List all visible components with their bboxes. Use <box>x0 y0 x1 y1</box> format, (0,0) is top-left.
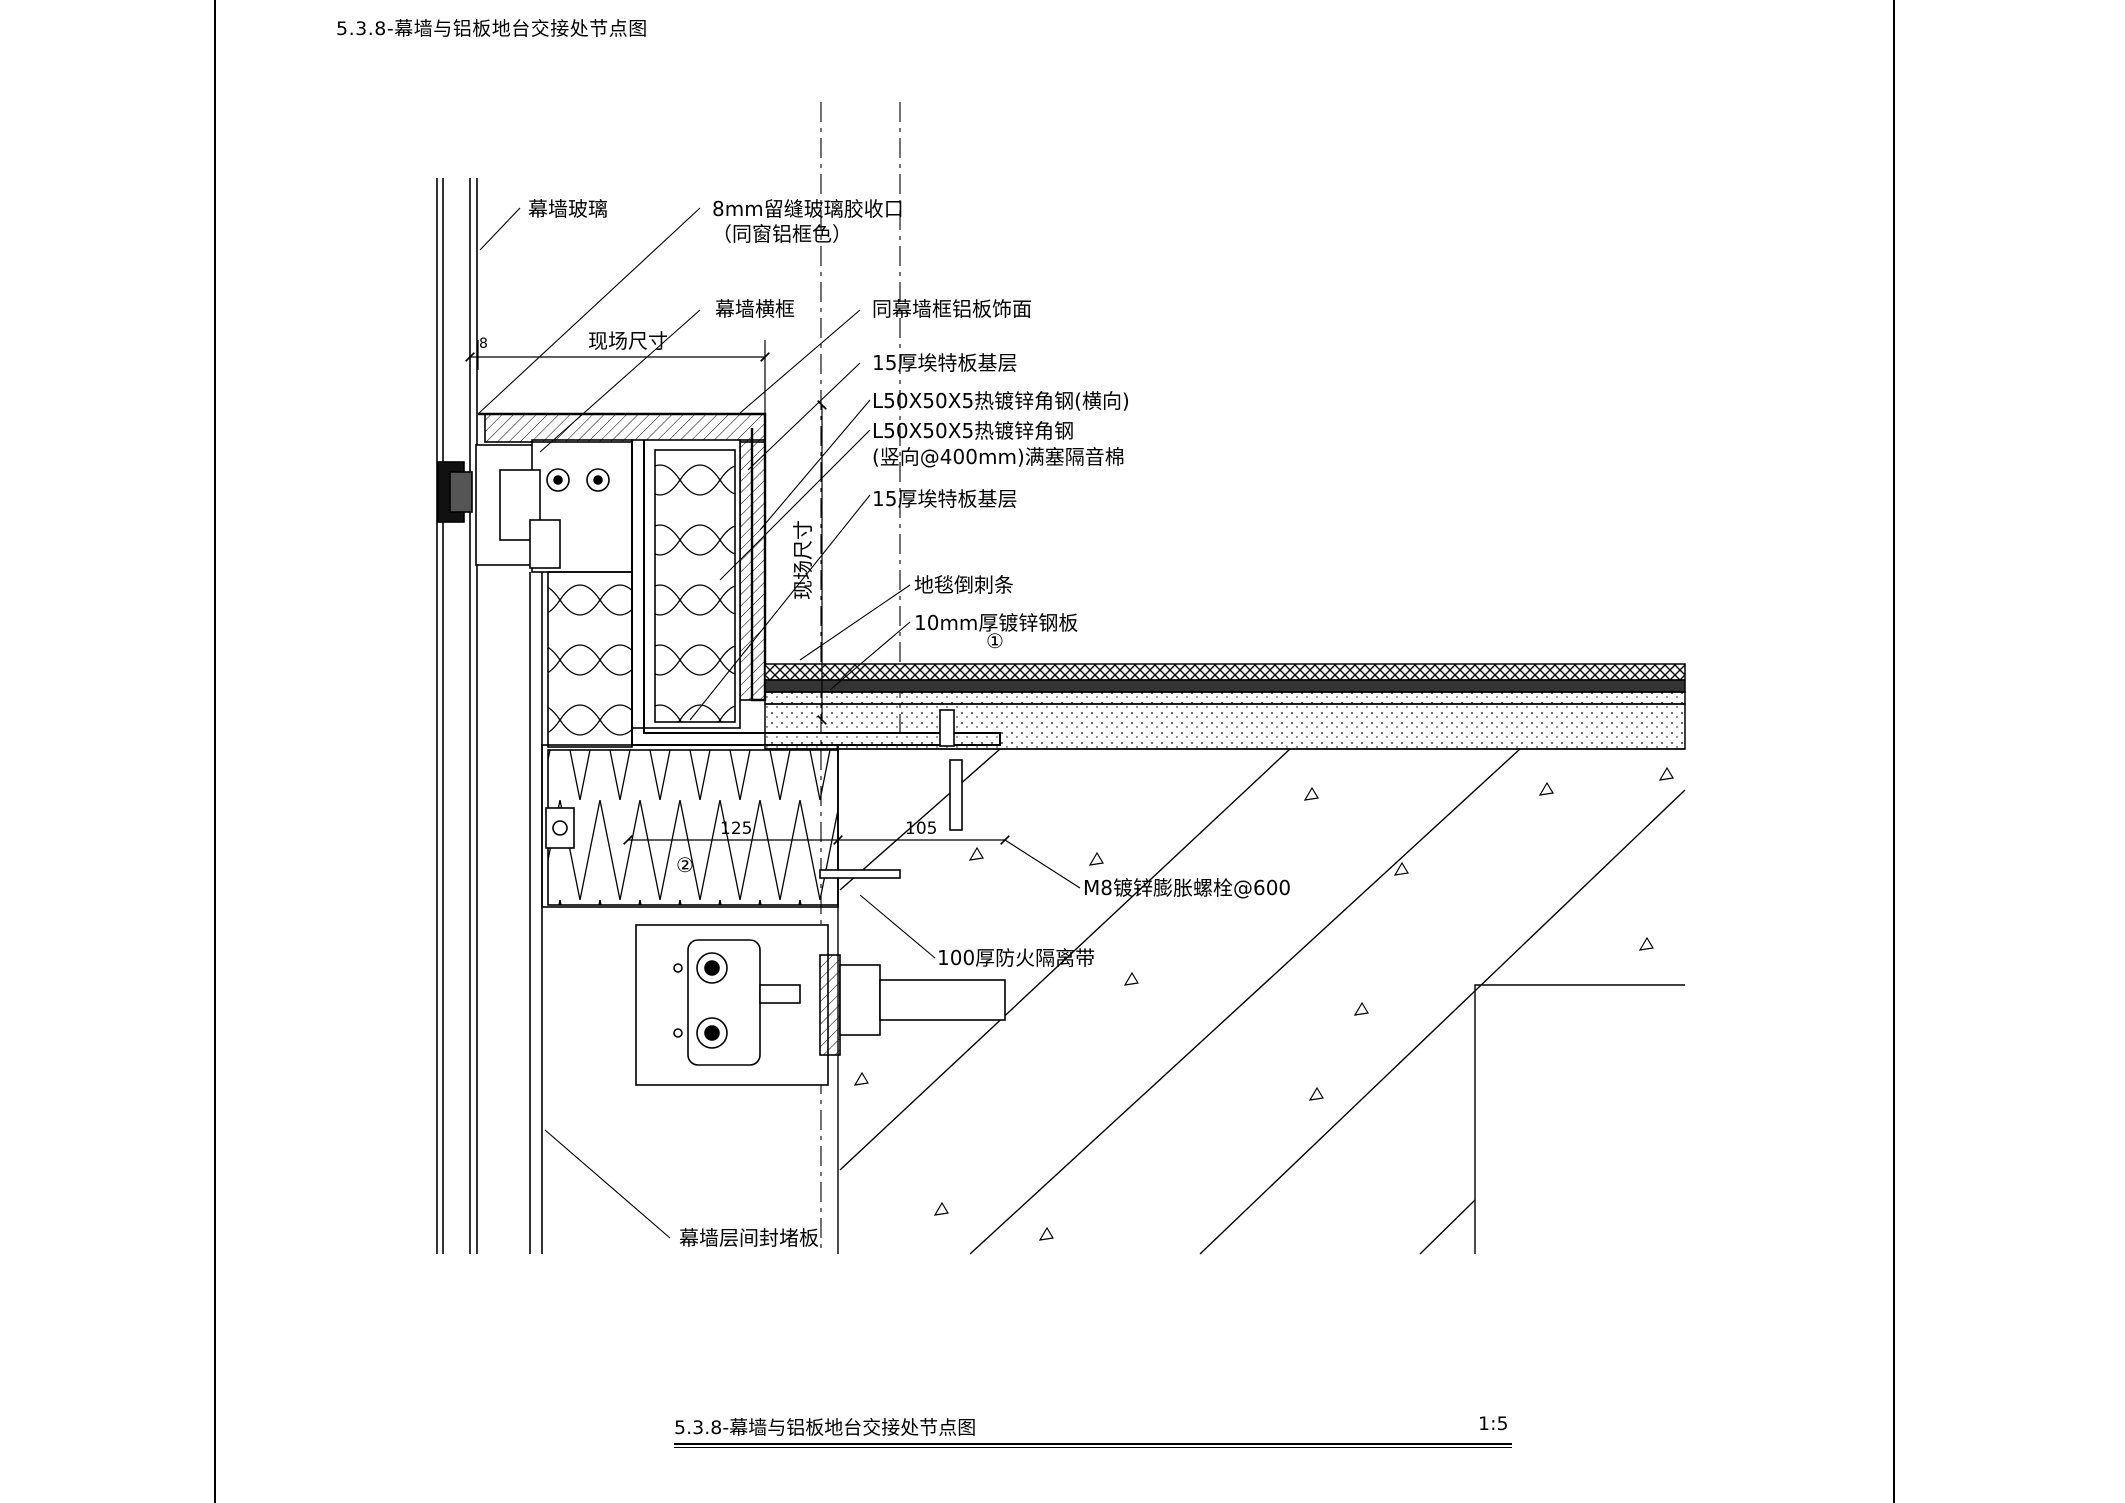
label-angle-v-1: L50X50X5热镀锌角钢 <box>872 419 1074 443</box>
footer-rule <box>674 1443 1512 1445</box>
aggregate-marks <box>853 766 1674 1241</box>
footer-rule-thin <box>674 1447 1512 1448</box>
footer-title: 5.3.8-幕墙与铝板地台交接处节点图 <box>674 1417 977 1439</box>
label-board-base-1: 15厚埃特板基层 <box>872 351 1017 375</box>
sheet-border-left <box>214 0 216 1503</box>
transom-profile <box>437 439 633 573</box>
insulation <box>541 439 839 908</box>
dim-8: 8 <box>479 336 488 352</box>
dimensions <box>465 340 1010 845</box>
interfloor-seal-plate <box>529 572 575 1254</box>
label-board-base-2: 15厚埃特板基层 <box>872 487 1017 511</box>
fixing-bracket <box>635 924 1006 1086</box>
expansion-bolt <box>819 709 963 879</box>
curtain-glass <box>436 178 478 1254</box>
label-curtain-glass: 幕墙玻璃 <box>528 197 608 221</box>
label-fire-band: 100厚防火隔离带 <box>937 946 1095 970</box>
label-seal-gap-1: 8mm留缝玻璃胶收口 <box>712 197 904 221</box>
label-steel-plate: 10mm厚镀锌钢板 <box>914 611 1078 635</box>
label-angle-h: L50X50X5热镀锌角钢(横向) <box>872 389 1130 413</box>
callout-2: ② <box>676 853 694 877</box>
concrete-slab <box>837 748 1686 1255</box>
label-floor-seal: 幕墙层间封堵板 <box>679 1226 819 1250</box>
label-transom: 幕墙横框 <box>715 297 795 321</box>
callout-1: ① <box>986 629 1004 653</box>
label-seal-gap-2: （同窗铝框色） <box>712 222 852 246</box>
dim-105: 105 <box>905 819 937 839</box>
label-site-dim-v: 现场尺寸 <box>791 520 815 600</box>
annotations: 幕墙玻璃 8mm留缝玻璃胶收口 （同窗铝框色） 幕墙横框 同幕墙框铝板饰面 现场… <box>479 197 1291 1250</box>
label-angle-v-2: (竖向@400mm)满塞隔音棉 <box>872 445 1125 469</box>
dim-125: 125 <box>720 819 752 839</box>
alu-cover <box>478 412 767 702</box>
label-carpet-strip: 地毯倒刺条 <box>914 573 1014 597</box>
sheet-border-right <box>1893 0 1895 1503</box>
label-alu-finish: 同幕墙框铝板饰面 <box>872 297 1032 321</box>
floor-buildup <box>764 663 1686 750</box>
sheet-header-title: 5.3.8-幕墙与铝板地台交接处节点图 <box>336 18 648 40</box>
footer-scale: 1:5 <box>1478 1413 1509 1435</box>
leader-lines <box>477 207 1081 1239</box>
label-anchor-bolt: M8镀锌膨胀螺栓@600 <box>1083 876 1291 900</box>
label-site-dim-h: 现场尺寸 <box>588 329 668 353</box>
